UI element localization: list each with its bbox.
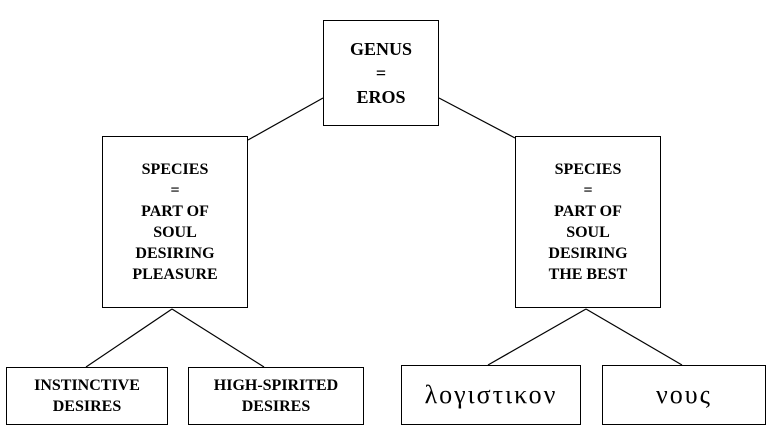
node-genus-eros: GENUS = EROS: [323, 20, 439, 126]
node-nous: νους: [602, 365, 766, 425]
node-text-line: PART OF: [141, 203, 209, 220]
node-logistikon: λογιστικον: [401, 365, 581, 425]
connector-best-to-logistikon: [487, 308, 587, 366]
node-text-line: INSTINCTIVE: [34, 377, 140, 394]
connector-root-to-species-best: [438, 97, 516, 139]
node-text-line: =: [375, 63, 387, 83]
node-text-line: EROS: [356, 87, 406, 107]
node-text-line: SPECIES: [554, 161, 622, 178]
node-text-line: PART OF: [554, 203, 622, 220]
node-text-line: DESIRES: [241, 398, 311, 415]
node-text-line: SOUL: [566, 224, 610, 241]
node-text-line: SPECIES: [141, 161, 209, 178]
node-text-line: DESIRING: [548, 245, 628, 262]
connector-pleasure-to-high-spirited: [171, 308, 265, 368]
connector-best-to-nous: [585, 308, 683, 366]
node-text-line: DESIRES: [52, 398, 122, 415]
node-species-desiring-the-best: SPECIES = PART OF SOUL DESIRING THE BEST: [515, 136, 661, 308]
node-text-line: λογιστικον: [424, 380, 558, 409]
node-text-line: =: [170, 182, 180, 199]
node-text-line: THE BEST: [548, 266, 628, 283]
node-text-line: HIGH-SPIRITED: [213, 377, 339, 394]
node-text-line: =: [583, 182, 593, 199]
node-high-spirited-desires: HIGH-SPIRITED DESIRES: [188, 367, 364, 425]
node-text-line: PLEASURE: [132, 266, 218, 283]
node-text-line: SOUL: [153, 224, 197, 241]
node-text-line: GENUS: [349, 39, 412, 59]
node-text-line: νους: [656, 380, 712, 409]
node-species-desiring-pleasure: SPECIES = PART OF SOUL DESIRING PLEASURE: [102, 136, 248, 308]
node-instinctive-desires: INSTINCTIVE DESIRES: [6, 367, 168, 425]
node-text-line: DESIRING: [135, 245, 215, 262]
connector-pleasure-to-instinctive: [85, 308, 173, 368]
connector-root-to-species-pleasure: [247, 97, 324, 141]
